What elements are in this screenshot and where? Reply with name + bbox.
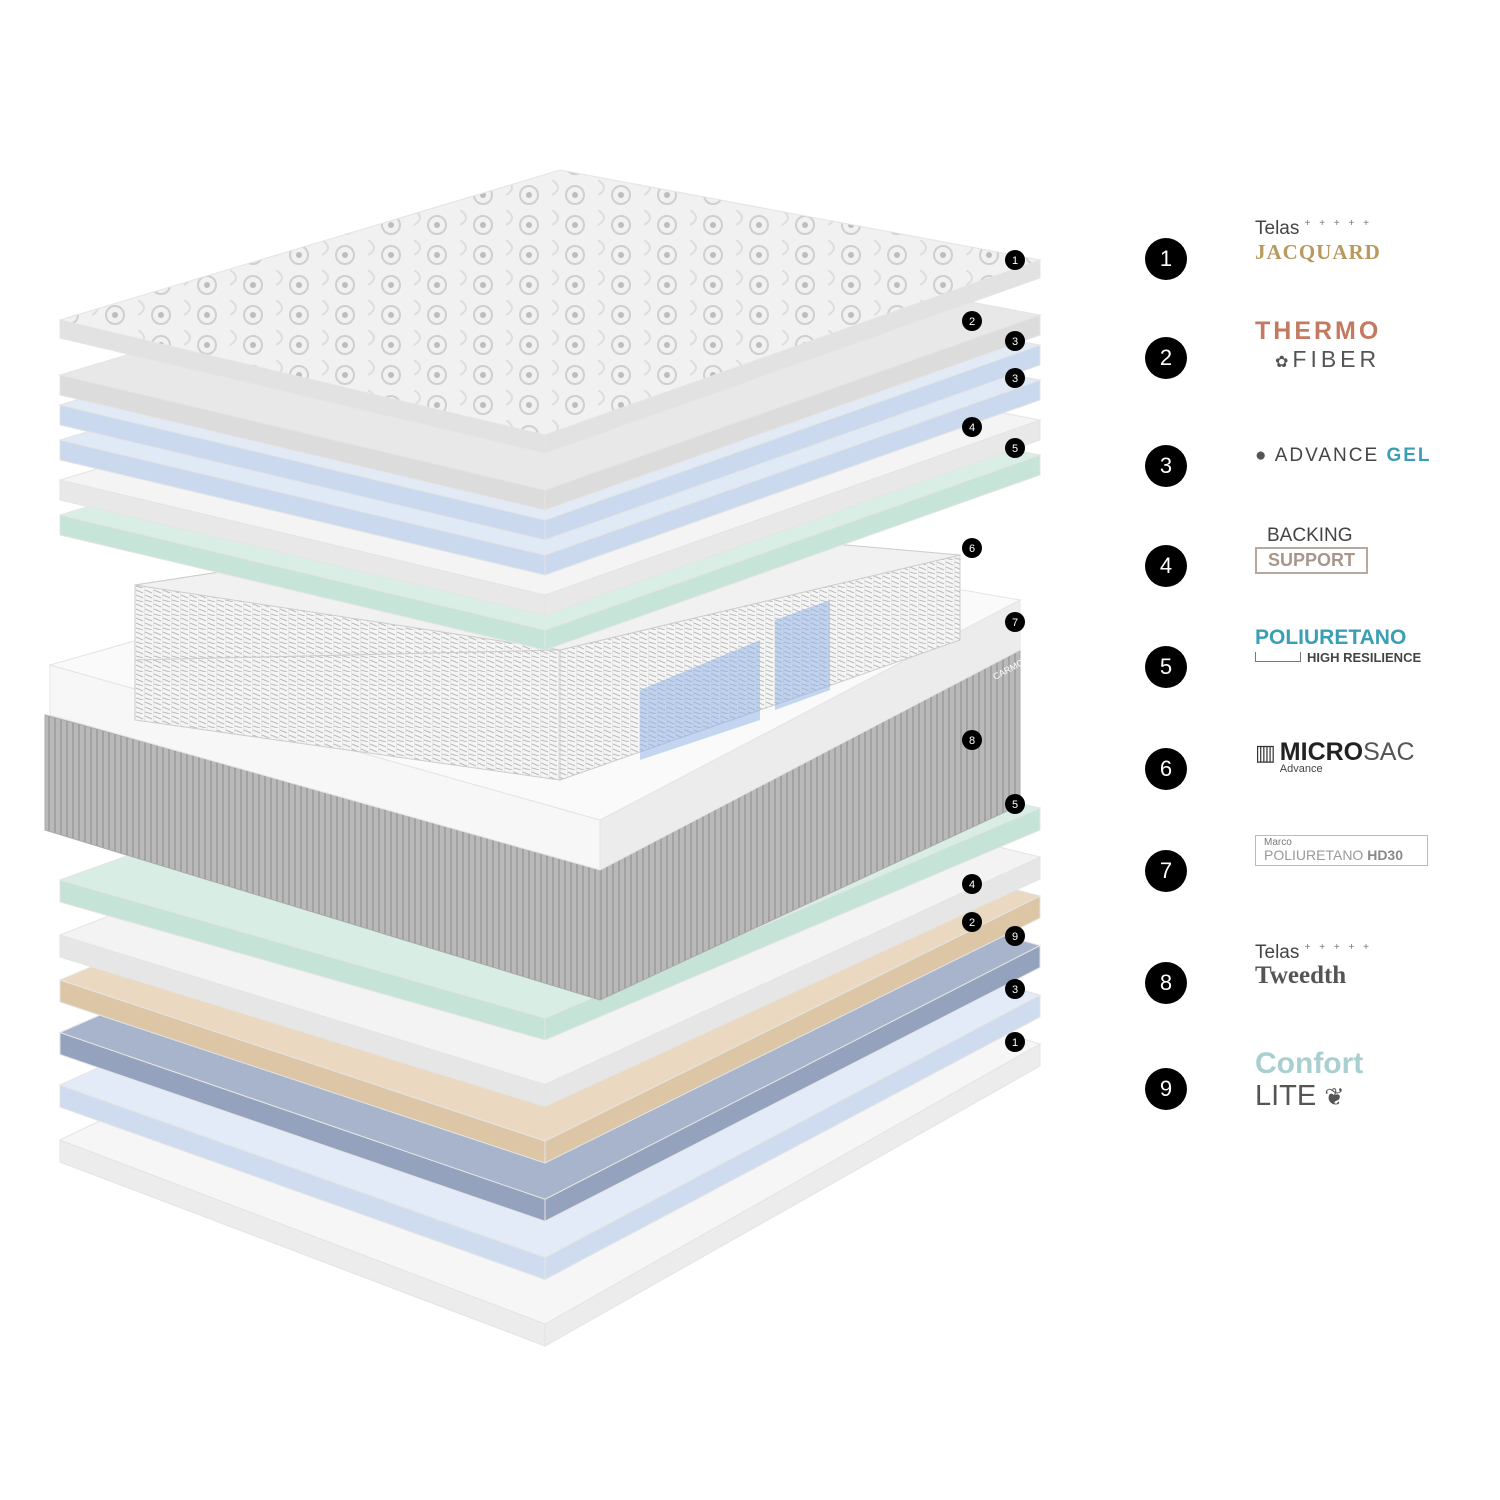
legend-item-6: 6 ▥MICROSAC Advance: [1145, 740, 1465, 828]
layer-marker: [1005, 612, 1025, 632]
layer-marker: [962, 730, 982, 750]
logo-line2: LITE: [1255, 1080, 1317, 1112]
logo-line1: ADVANCE: [1274, 445, 1380, 466]
logo-line2: HIGH RESILIENCE: [1307, 650, 1422, 665]
logo-line2: SUPPORT: [1255, 547, 1369, 574]
layer-marker: [962, 311, 982, 331]
logo-line2: POLIURETANO: [1264, 847, 1364, 863]
logo-line1: THERMO: [1255, 317, 1382, 345]
logo-line1: MICRO: [1279, 738, 1364, 766]
legend-logo: THERMO ✿FIBER: [1255, 317, 1381, 373]
logo-line1: BACKING: [1267, 525, 1353, 546]
layer-marker-number: 1: [1012, 255, 1018, 267]
legend-logo: ▥MICROSAC Advance: [1255, 728, 1415, 775]
layer-1-jacquard-top-top: [58, 169, 1042, 436]
layer-marker-number: 5: [1012, 799, 1018, 811]
logo-line2: FIBER: [1292, 346, 1381, 372]
drop-icon: ●: [1255, 445, 1269, 466]
foam-wave-icon: [1255, 652, 1301, 662]
layer-marker-number: 6: [969, 543, 975, 555]
legend-number-badge: 3: [1145, 445, 1187, 487]
legend-number-badge: 7: [1145, 850, 1187, 892]
legend-item-1: 1 Telas + + + + + JACQUARD: [1145, 218, 1465, 318]
layer-marker-number: 3: [1012, 336, 1018, 348]
layer-marker-number: 3: [1012, 373, 1018, 385]
layer-marker: [1005, 331, 1025, 351]
logo-line2: Advance: [1279, 763, 1323, 775]
dots-decoration: + + + + +: [1304, 218, 1372, 229]
logo-line1: Confort: [1255, 1047, 1364, 1080]
layer-marker-number: 9: [1012, 931, 1018, 943]
layer-marker: [962, 912, 982, 932]
logo-line1: Marco: [1264, 837, 1292, 848]
layer-marker-number: 2: [969, 917, 975, 929]
legend-number-badge: 9: [1145, 1068, 1187, 1110]
layer-marker: [1005, 979, 1025, 999]
layer-marker-number: 7: [1012, 617, 1018, 629]
logo-line1b: SAC: [1363, 738, 1415, 766]
legend-item-8: 8 Telas + + + + + Tweedth: [1145, 942, 1465, 1042]
layer-marker: [1005, 1032, 1025, 1052]
layer-marker-number: 2: [969, 316, 975, 328]
feather-icon: ❦: [1324, 1084, 1345, 1111]
layer-marker: [962, 417, 982, 437]
legend-number-badge: 2: [1145, 337, 1187, 379]
legend-logo: Telas + + + + + JACQUARD: [1255, 218, 1381, 265]
legend-logo: Telas + + + + + Tweedth: [1255, 942, 1372, 988]
legend-number-badge: 5: [1145, 646, 1187, 688]
logo-line1: Telas: [1255, 942, 1300, 963]
logo-line2: Tweedth: [1255, 962, 1347, 989]
layer-marker-number: 5: [1012, 443, 1018, 455]
legend-number-badge: 8: [1145, 962, 1187, 1004]
logo-line2b: HD30: [1367, 847, 1403, 863]
dots-decoration: + + + + +: [1304, 942, 1372, 953]
legend-number-badge: 6: [1145, 748, 1187, 790]
layer-marker: [1005, 926, 1025, 946]
logo-line2: GEL: [1386, 445, 1432, 466]
layer-marker: [962, 874, 982, 894]
spring-coil-icon: ▥: [1255, 740, 1276, 765]
logo-line1: Telas: [1255, 218, 1300, 239]
layer-marker-number: 3: [1012, 984, 1018, 996]
layer-marker-number: 8: [969, 735, 975, 747]
layer-marker: [962, 538, 982, 558]
legend-number-badge: 4: [1145, 545, 1187, 587]
logo-line1: POLIURETANO: [1255, 626, 1407, 649]
cotton-icon: ✿: [1275, 354, 1293, 371]
layer-marker: [1005, 250, 1025, 270]
legend-logo: ● ADVANCE GEL: [1255, 425, 1432, 467]
legend-number-badge: 1: [1145, 238, 1187, 280]
layer-6-springs-blue-zone: [640, 640, 760, 760]
layer-marker: [1005, 368, 1025, 388]
layer-marker-number: 4: [969, 879, 975, 891]
layer-marker: [1005, 794, 1025, 814]
legend-item-3: 3 ● ADVANCE GEL: [1145, 445, 1465, 525]
layer-marker-number: 1: [1012, 1037, 1018, 1049]
layer-6-springs-blue-zone-2: [775, 600, 830, 710]
legend-item-2: 2 THERMO ✿FIBER: [1145, 317, 1465, 417]
layer-marker-number: 4: [969, 422, 975, 434]
layer-marker: [1005, 438, 1025, 458]
logo-line2: JACQUARD: [1255, 240, 1381, 264]
layer-1-jacquard-top: [58, 169, 1042, 454]
